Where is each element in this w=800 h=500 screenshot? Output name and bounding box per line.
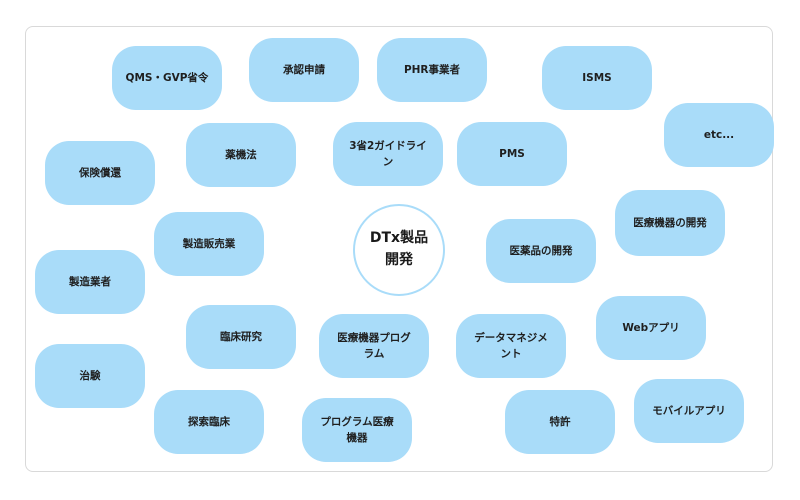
node-pharmaceutical-development: 医薬品の開発: [486, 219, 596, 283]
node-mobile-app: モバイルアプリ: [634, 379, 744, 443]
node-insurance-reimbursement: 保険償還: [45, 141, 155, 205]
node-patent: 特許: [505, 390, 615, 454]
node-etc: etc...: [664, 103, 774, 167]
center-node-label: DTx製品開発: [369, 230, 429, 268]
node-approval-application: 承認申請: [249, 38, 359, 102]
node-data-management: データマネジメント: [456, 314, 566, 378]
node-program-medical-device: プログラム医療機器: [302, 398, 412, 462]
node-3-ministries-2-guidelines: 3省2ガイドライン: [333, 122, 443, 186]
node-phr-operator: PHR事業者: [377, 38, 487, 102]
node-clinical-trial: 治験: [35, 344, 145, 408]
node-isms: ISMS: [542, 46, 652, 110]
node-manufacturing-sales-business: 製造販売業: [154, 212, 264, 276]
node-exploratory-clinical: 探索臨床: [154, 390, 264, 454]
node-pms: PMS: [457, 122, 567, 186]
node-qms-gvp: QMS・GVP省令: [112, 46, 222, 110]
center-node-dtx: DTx製品開発: [353, 204, 445, 296]
node-web-app: Webアプリ: [596, 296, 706, 360]
node-samd-program: 医療機器プログラム: [319, 314, 429, 378]
node-clinical-research: 臨床研究: [186, 305, 296, 369]
node-manufacturer: 製造業者: [35, 250, 145, 314]
node-pmd-act: 薬機法: [186, 123, 296, 187]
node-medical-device-development: 医療機器の開発: [615, 190, 725, 256]
